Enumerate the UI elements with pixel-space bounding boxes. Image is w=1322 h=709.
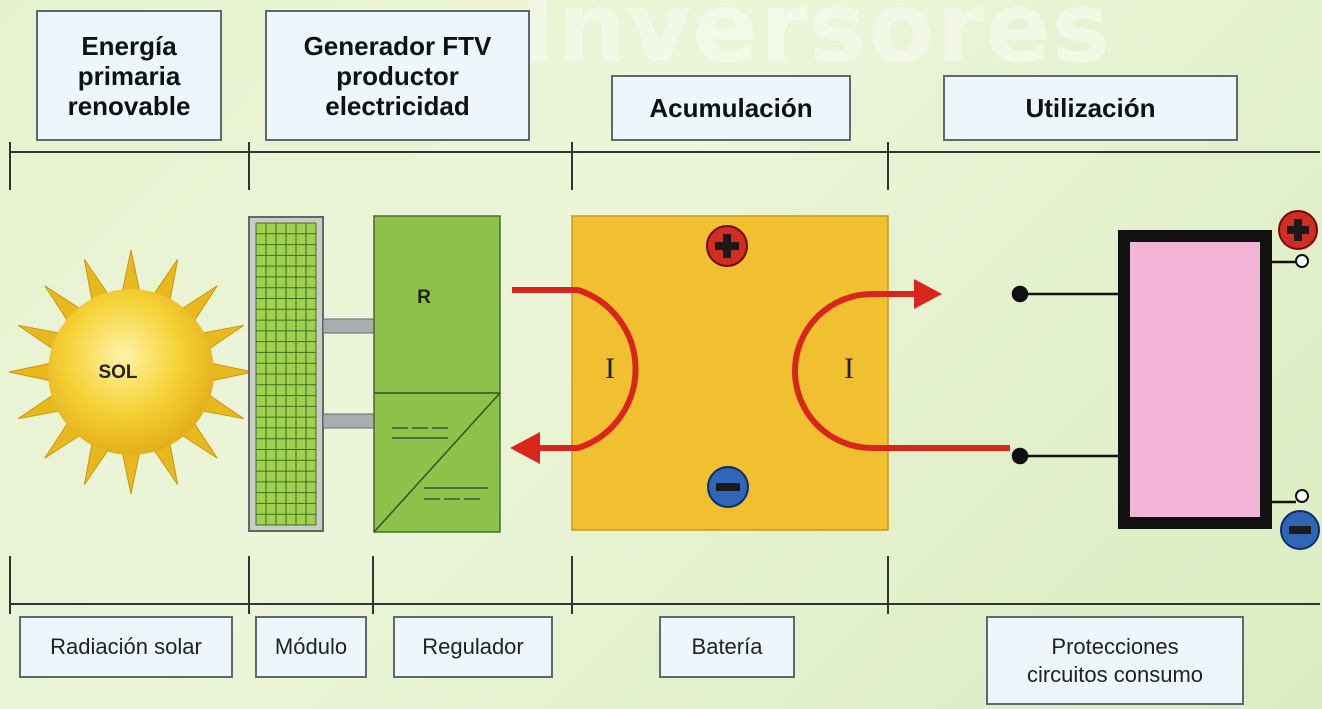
terminal-negative bbox=[1295, 489, 1309, 503]
stage-box-energia: Energía primaria renovable bbox=[36, 10, 222, 141]
current-arrow-left bbox=[512, 287, 639, 451]
component-box-regulador: Regulador bbox=[393, 616, 553, 678]
pv-module-icon bbox=[248, 216, 376, 532]
component-label-bateria: Batería bbox=[691, 634, 763, 659]
load-positive-icon bbox=[1278, 210, 1318, 250]
current-arrow-right bbox=[792, 291, 1010, 451]
top-timeline bbox=[9, 142, 1320, 190]
current-arrow-left-head bbox=[510, 432, 540, 464]
sun-ray bbox=[207, 362, 254, 382]
component-label-protecciones: Protecciones circuitos consumo bbox=[1026, 633, 1204, 687]
background-watermark-text: Inversores bbox=[520, 0, 1112, 84]
current-label-right: I bbox=[844, 352, 854, 385]
stage-label-acumulacion: Acumulación bbox=[649, 93, 813, 123]
component-box-bateria: Batería bbox=[659, 616, 795, 678]
component-label-regulador: Regulador bbox=[422, 634, 524, 659]
stage-box-acumulacion: Acumulación bbox=[611, 75, 851, 141]
stage-box-generador: Generador FTV productor electricidad bbox=[265, 10, 530, 141]
sun-icon bbox=[8, 249, 254, 495]
regulator-label: R bbox=[417, 287, 431, 308]
regulator-icon bbox=[373, 215, 501, 533]
component-box-radiacion: Radiación solar bbox=[19, 616, 233, 678]
sun-ray bbox=[8, 362, 55, 382]
component-box-protecciones: Protecciones circuitos consumo bbox=[986, 616, 1244, 705]
stage-box-utilizacion: Utilización bbox=[943, 75, 1238, 141]
battery-positive-icon bbox=[706, 225, 748, 267]
sun-label: SOL bbox=[98, 362, 137, 383]
stage-label-generador: Generador FTV productor electricidad bbox=[303, 30, 492, 121]
bottom-timeline bbox=[9, 556, 1320, 614]
load-negative-icon bbox=[1280, 510, 1320, 550]
stage-label-utilizacion: Utilización bbox=[1025, 93, 1156, 123]
component-label-modulo: Módulo bbox=[274, 634, 348, 659]
terminal-positive bbox=[1295, 254, 1309, 268]
load-wires bbox=[1011, 260, 1296, 504]
current-label-left: I bbox=[605, 352, 615, 385]
component-box-modulo: Módulo bbox=[255, 616, 367, 678]
current-arrow-right-head bbox=[914, 279, 942, 309]
sun-ray bbox=[121, 249, 141, 296]
load-icon bbox=[1118, 230, 1272, 529]
sun-ray bbox=[121, 448, 141, 495]
stage-label-energia: Energía primaria renovable bbox=[67, 30, 191, 121]
component-label-radiacion: Radiación solar bbox=[50, 634, 202, 659]
battery-negative-icon bbox=[707, 466, 749, 508]
